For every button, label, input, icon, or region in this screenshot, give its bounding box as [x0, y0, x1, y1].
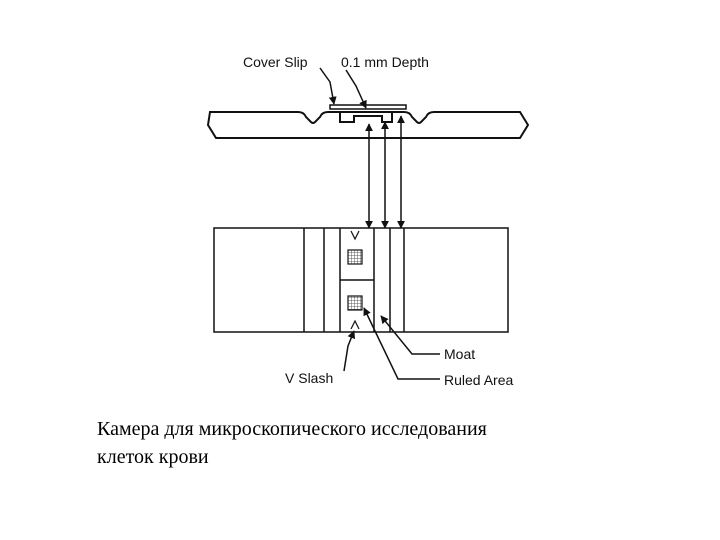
- v-slash-upper: [350, 230, 360, 241]
- label-v-slash: V Slash: [285, 370, 334, 386]
- cover-slip: [329, 104, 407, 110]
- v-slash-lower: [350, 319, 360, 330]
- label-depth: 0.1 mm Depth: [341, 54, 429, 70]
- slide-top-view: [213, 227, 509, 333]
- caption: Камера для микроскопического исследовани…: [97, 415, 657, 471]
- slide-side-view: [206, 111, 530, 139]
- ruled-area-lower: [347, 295, 363, 311]
- ruled-area-upper: [347, 249, 363, 265]
- caption-line-2: клеток крови: [97, 446, 209, 468]
- connector-arrows: [365, 115, 405, 229]
- caption-line-1: Камера для микроскопического исследовани…: [97, 418, 487, 440]
- label-moat: Moat: [444, 346, 476, 362]
- leader-lines: [319, 67, 440, 380]
- label-ruled-area: Ruled Area: [444, 372, 514, 388]
- label-cover-slip: Cover Slip: [243, 54, 308, 70]
